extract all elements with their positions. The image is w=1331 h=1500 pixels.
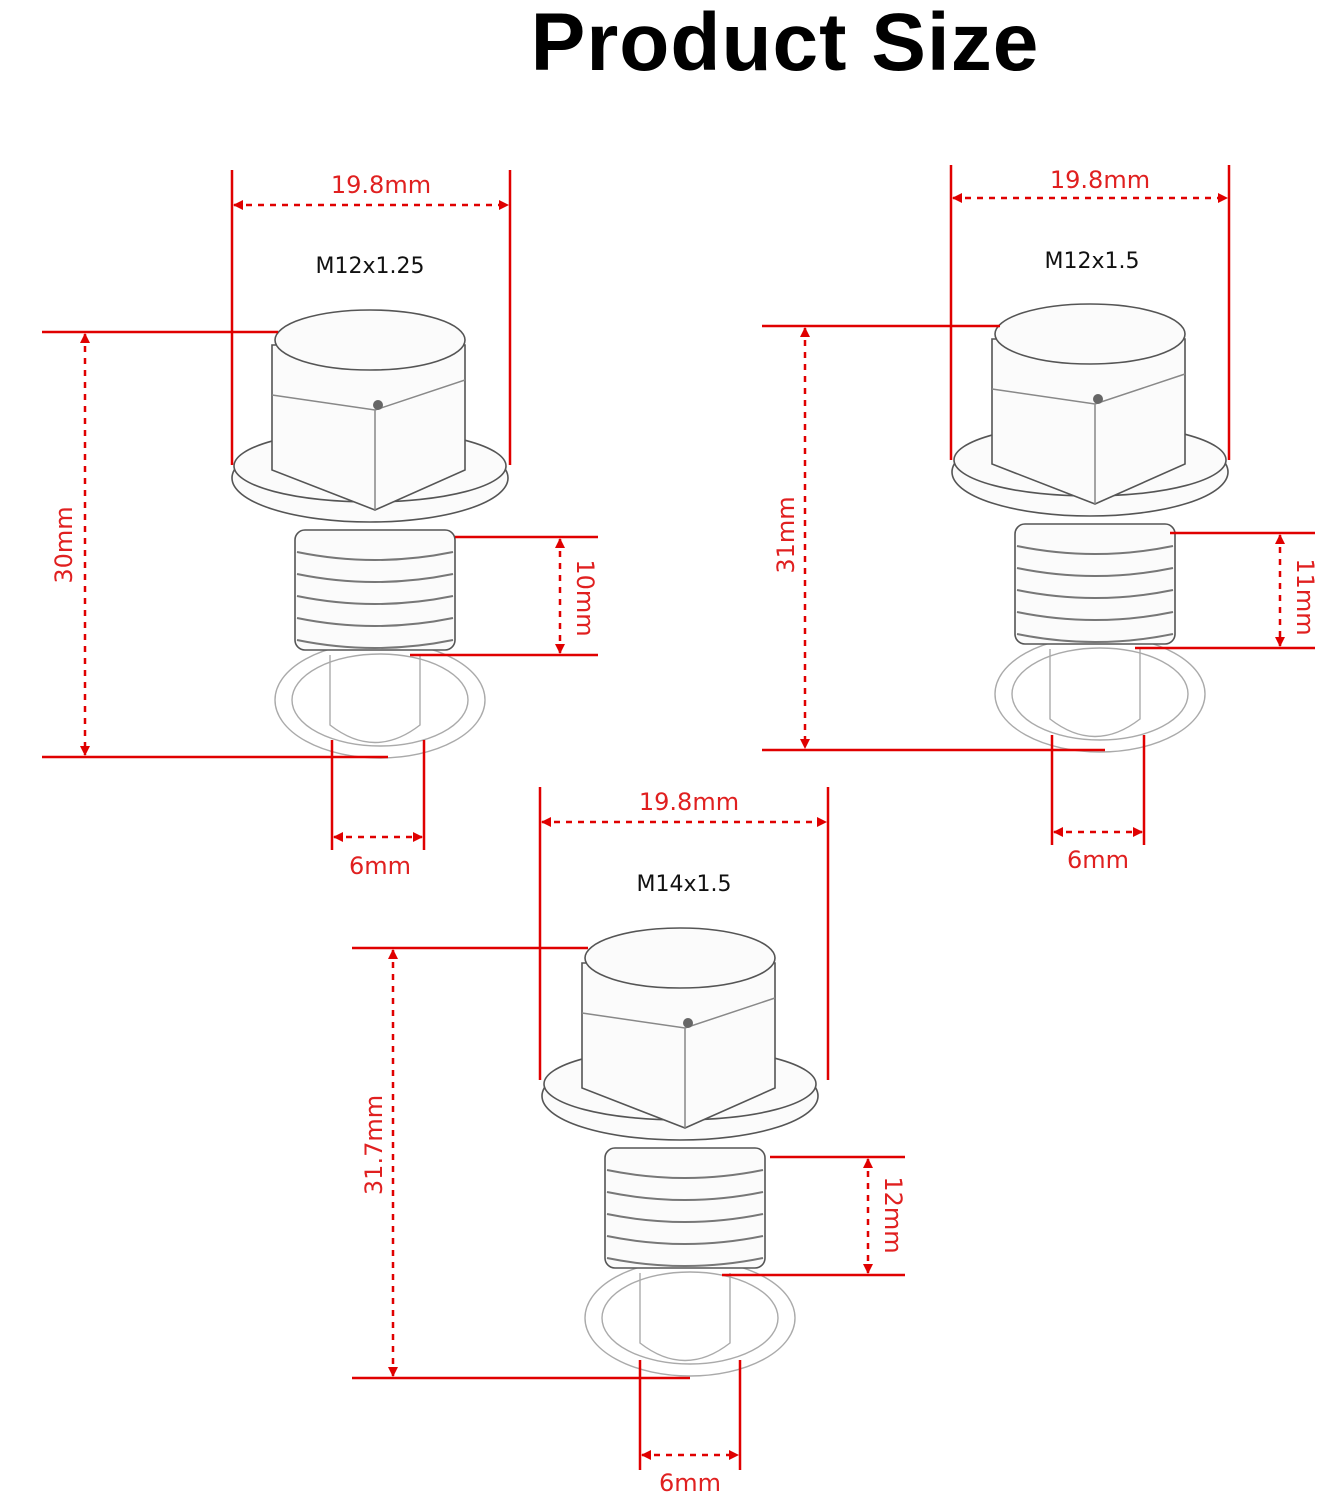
total-length-label: 31.7mm (360, 1095, 388, 1195)
pin-diameter-label: 6mm (1067, 846, 1129, 874)
thread-length-label: 12mm (879, 1176, 907, 1253)
head-width-label: 19.8mm (331, 171, 431, 199)
bolt-2: 19.8mm M12x1.5 31mm 11mm 6mm (762, 165, 1319, 874)
head-width-label: 19.8mm (639, 788, 739, 816)
thread-spec-label: M12x1.5 (1045, 249, 1140, 274)
thread-spec-label: M12x1.25 (316, 254, 425, 279)
thread-length-label: 10mm (571, 559, 599, 636)
thread-spec-label: M14x1.5 (637, 872, 732, 897)
thread-length-label: 11mm (1291, 558, 1319, 635)
bolt-sketch (541, 927, 819, 1377)
pin-diameter-label: 6mm (349, 852, 411, 880)
bolt-1: 19.8mm M12x1.25 30mm 10mm 6mm (42, 170, 599, 880)
bolt-3: 19.8mm M14x1.5 31.7mm 12mm 6mm (352, 787, 907, 1497)
total-length-label: 30mm (50, 506, 78, 583)
pin-diameter-label: 6mm (659, 1469, 721, 1497)
page-title: Product Size (530, 0, 1040, 88)
total-length-label: 31mm (772, 496, 800, 573)
bolt-sketch (951, 303, 1229, 753)
bolt-sketch (231, 309, 509, 759)
head-width-label: 19.8mm (1050, 166, 1150, 194)
